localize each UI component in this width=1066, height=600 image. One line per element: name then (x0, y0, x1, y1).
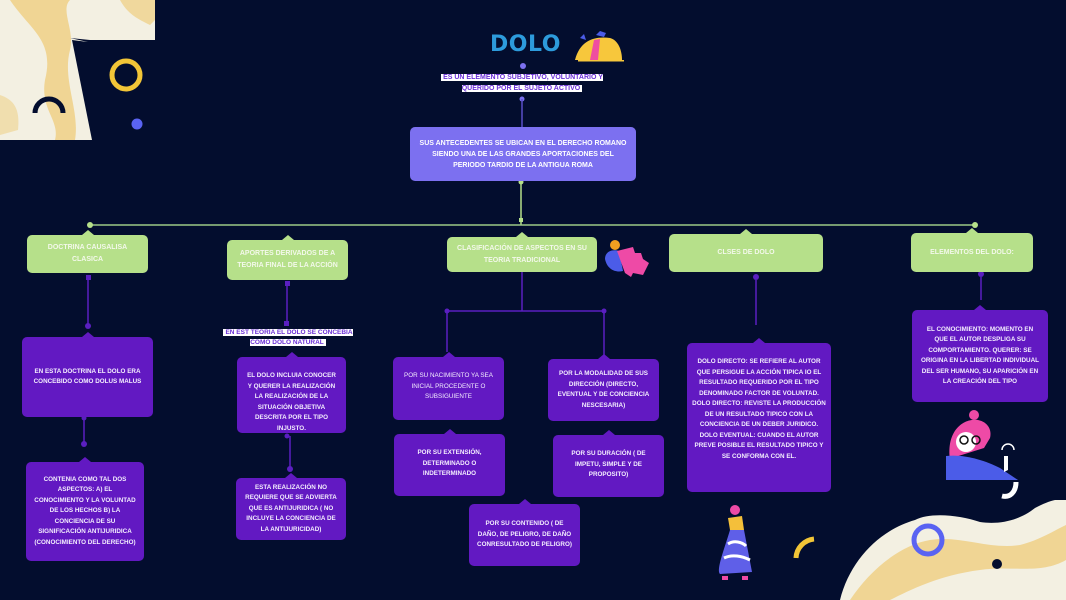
branch-node-doctrina-causalista[interactable]: DOCTRINA CAUSALISA CLASICA (27, 230, 148, 273)
marble-blob-icon (840, 500, 1066, 600)
puzzle-person-icon (605, 240, 649, 277)
detail-node-contenido[interactable]: POR SU CONTENIDO ( DE DAÑO, DE PELIGRO, … (469, 499, 580, 566)
branch-node-teoria-final[interactable]: APORTES DERIVADOS DE A TEORIA FINAL DE L… (227, 235, 348, 280)
detail-node-antijuridica[interactable]: ESTA REALIZACIÓN NO REQUIERE QUE SE ADVI… (236, 473, 346, 540)
definition-label: ES UN ELEMENTO SUBJETIVO, VOLUNTARIO Y Q… (434, 72, 610, 94)
detail-node-dos-aspectos[interactable]: CONTENIA COMO TAL DOS ASPECTOS: A) EL CO… (26, 457, 144, 561)
note-dolo-natural: EN EST TEORIA EL DOLO SE CONCEBIA COMO D… (222, 328, 354, 348)
detail-node-conocer-querer[interactable]: EL DOLO INCLUIA CONOCER Y QUERER LA REAL… (237, 352, 346, 433)
branch-node-clases-de-dolo[interactable]: CLSES DE DOLO (669, 229, 823, 272)
yellow-ring-icon (109, 58, 143, 92)
yellow-arc-icon (793, 536, 815, 559)
tent-illustration-icon (575, 31, 624, 62)
page-title: DOLO (490, 32, 561, 57)
note-text: EN EST TEORIA EL DOLO SE CONCEBIA COMO D… (223, 329, 353, 346)
navy-arc-icon (32, 96, 66, 114)
detail-node-duracion[interactable]: POR SU DURACIÓN ( DE IMPETU, SIMPLE Y DE… (553, 430, 664, 497)
woman-touchscreen-icon (946, 410, 1019, 499)
detail-node-extension[interactable]: POR SU EXTENSIÓN, DETERMINADO O INDETERM… (394, 429, 505, 496)
detail-node-nacimiento[interactable]: POR SU NACIMIENTO YA SEA INICIAL PROCEDE… (393, 352, 504, 420)
blue-ring-icon (911, 523, 945, 557)
branch-node-elementos[interactable]: ELEMENTOS DEL DOLO: (911, 228, 1033, 272)
definition-text: ES UN ELEMENTO SUBJETIVO, VOLUNTARIO Y Q… (441, 74, 603, 92)
dancing-woman-icon (718, 505, 752, 580)
branch-node-clasificacion[interactable]: CLASIFICACIÓN DE ASPECTOS EN SU TEORIA T… (447, 232, 597, 272)
navy-dot-icon (992, 559, 1002, 569)
detail-node-tipos-de-dolo[interactable]: DOLO DIRECTO: SE REFIERE AL AUTOR QUE PE… (687, 338, 831, 492)
blue-dot-icon (131, 118, 143, 130)
detail-node-conocimiento-querer[interactable]: EL CONOCIMIENTO: MOMENTO EN QUE EL AUTOR… (912, 305, 1048, 402)
antecedents-node[interactable]: SUS ANTECEDENTES SE UBICAN EN EL DERECHO… (410, 127, 636, 181)
detail-node-modalidad[interactable]: POR LA MODALIDAD DE SUS DIRECCIÓN (DIREC… (548, 354, 659, 421)
detail-node-dolus-malus[interactable]: EN ESTA DOCTRINA EL DOLO ERA CONCEBIDO C… (22, 332, 153, 417)
